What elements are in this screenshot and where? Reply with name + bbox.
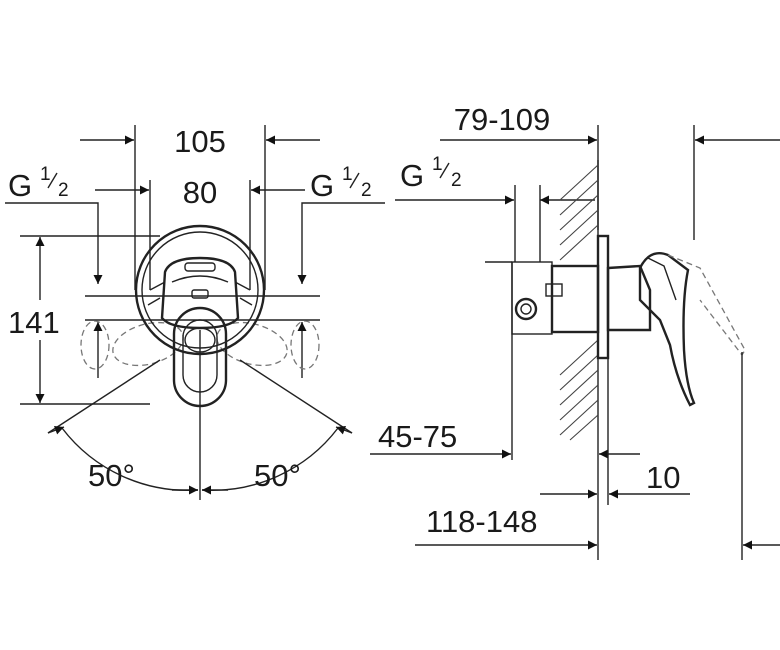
angle-50-right: 50° [201,359,353,495]
dimension-80-label: 80 [183,175,217,210]
thread-left-den: 2 [58,180,69,201]
thread-side-den: 2 [451,170,462,191]
front-view: 105 80 G 1 2 G 1 2 [5,124,385,500]
dimension-118-148: 118-148 [415,504,780,550]
thread-label-side: G 1 2 [395,154,595,262]
dimension-141-label: 141 [8,305,60,340]
angle-right-label: 50° [254,458,301,493]
dimension-79-109: 79-109 [440,102,780,240]
thread-left-num: 1 [40,164,51,185]
dimension-45-75-label: 45-75 [378,419,457,454]
valve-body [485,261,600,460]
lever-side-profile [606,251,696,407]
dimension-45-75: 45-75 [370,419,640,459]
angle-left-label: 50° [88,458,135,493]
wall-hatching [559,160,599,441]
thread-label-right: G 1 2 [297,164,385,284]
lever-ghost [667,254,746,357]
dimension-141: 141 [8,235,160,405]
dimension-80: 80 [95,175,305,290]
dimension-118-148-label: 118-148 [426,504,537,539]
dimension-10: 10 [540,358,690,560]
thread-right-num: 1 [342,164,353,185]
thread-label-left: G 1 2 [5,164,103,284]
thread-right-main: G [310,168,334,203]
dimension-79-109-label: 79-109 [454,102,551,137]
dimension-10-label: 10 [646,460,680,495]
thread-side-num: 1 [432,154,443,175]
dimension-105: 105 [80,124,320,290]
side-view: 79-109 G 1 2 [370,102,780,560]
mounting-plate [596,234,610,360]
dimension-105-label: 105 [174,124,226,159]
angle-50-left: 50° [47,359,199,495]
thread-left-main: G [8,168,32,203]
thread-right-den: 2 [361,180,372,201]
thread-side-main: G [400,158,424,193]
